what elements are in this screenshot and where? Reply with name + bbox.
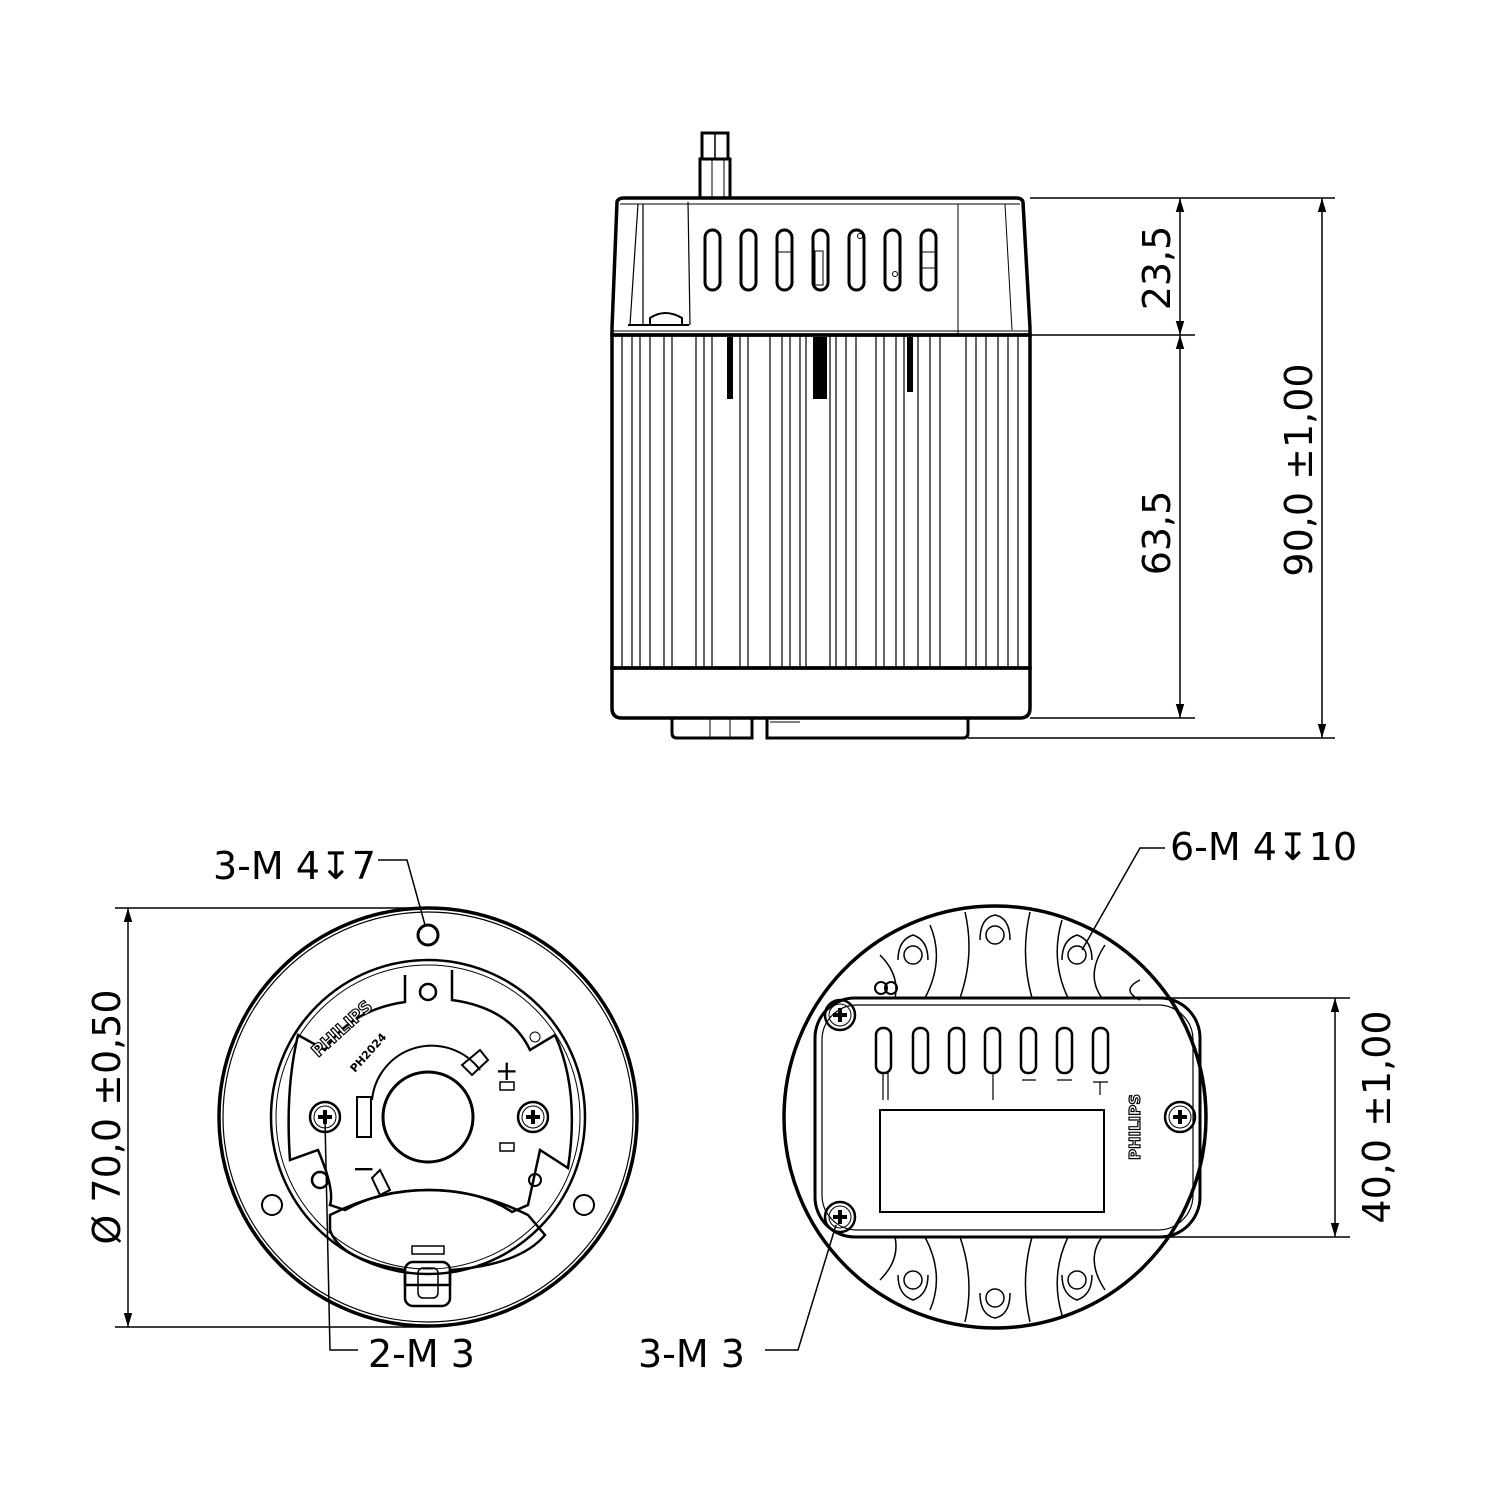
label-window [879,1109,1105,1213]
part-code: PH2024 [348,1030,390,1075]
bottom-dimensions [115,859,428,1351]
thread-holes-label: 3-M 4↧7 [213,844,376,888]
minus-sign: − [352,1152,375,1185]
dim-top-height: 23,5 [1135,226,1179,311]
bottom-view: + − PHILIPS PH2024 Ø 70,0 ±0,50 3-M 4↧7 … [85,844,639,1376]
top-cap [610,196,1032,337]
screw-label: 2-M 3 [368,1332,475,1376]
label-plate [813,996,1202,1239]
led-slots [703,228,938,292]
ribbed-body [610,333,1032,670]
thread-holes-label-top: 6-M 4↧10 [1170,825,1357,869]
philips-logo-top: PHILIPS [1126,1094,1144,1160]
side-dimensions [968,197,1335,739]
thread-hole [416,923,440,947]
bottom-ring [610,666,1032,740]
screw-bottom-left [823,1200,857,1234]
plus-sign: + [495,1054,518,1087]
dim-total-height: 90,0 ±1,00 [1277,363,1321,576]
led-slots-top [874,1026,1110,1100]
top-view: PHILIPS 40,0 ±1,00 6-M 4↧10 3-M 3 [638,825,1399,1376]
top-dimensions [765,847,1350,1351]
screw-top-left [823,998,857,1032]
screw-label-top: 3-M 3 [638,1332,745,1376]
heatsink-fins [879,911,1141,1323]
dim-body-height: 63,5 [1135,491,1179,576]
plate-width-label: 40,0 ±1,00 [1355,1010,1399,1223]
screw-right-mid [1163,1100,1197,1134]
side-view: 23,5 63,5 90,0 ±1,00 [610,131,1335,740]
connector-stem [698,131,732,200]
screw-right [516,1100,550,1134]
diameter-label: Ø 70,0 ±0,50 [85,989,129,1244]
